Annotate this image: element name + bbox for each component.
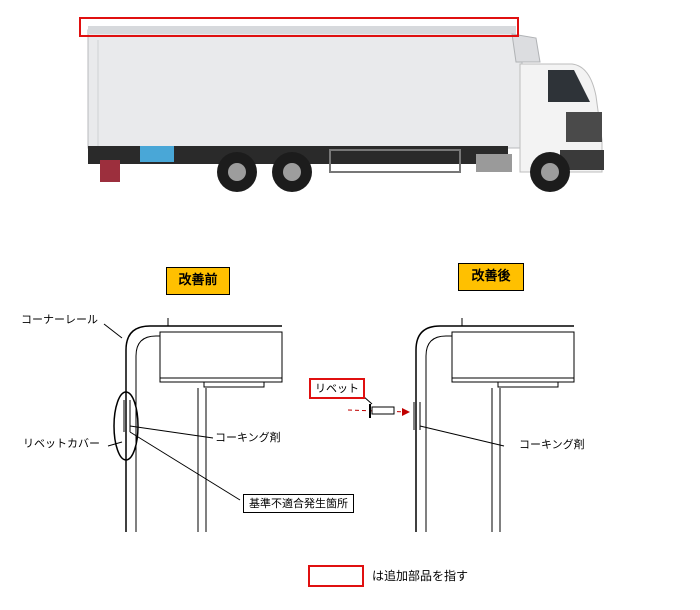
cross-section-drawings [103, 318, 575, 532]
after-title: 改善後 [458, 263, 524, 291]
rivet-cover-highlight [113, 391, 139, 461]
before-title: 改善前 [166, 267, 230, 295]
truck-illustration [79, 17, 604, 192]
rivet-label: リベット [309, 378, 365, 399]
before-section [103, 318, 283, 532]
added-part-highlight [79, 17, 519, 37]
nonconforming-location-label: 基準不適合発生箇所 [243, 494, 354, 513]
legend-swatch [308, 565, 364, 587]
rivet-cover-label: リベットカバー [23, 437, 100, 450]
corner-rail-label: コーナーレール [21, 313, 98, 326]
after-caulking-label: コーキング剤 [519, 438, 585, 451]
mud-flap [100, 160, 120, 182]
roof-spoiler [511, 33, 541, 63]
cargo-box [87, 29, 523, 149]
legend-text: は追加部品を指す [372, 569, 469, 583]
rivet-icon [371, 406, 395, 415]
rivet-arrow [347, 404, 410, 418]
fuel-tank [476, 154, 512, 172]
cargo-roof [88, 26, 516, 34]
cab-grille [566, 112, 602, 142]
battery-box [140, 146, 174, 162]
cab-window [548, 70, 590, 102]
side-guard [329, 149, 461, 173]
bumper [560, 150, 604, 170]
wheels [217, 152, 570, 192]
after-section [353, 318, 575, 532]
before-caulking-label: コーキング剤 [215, 431, 281, 444]
